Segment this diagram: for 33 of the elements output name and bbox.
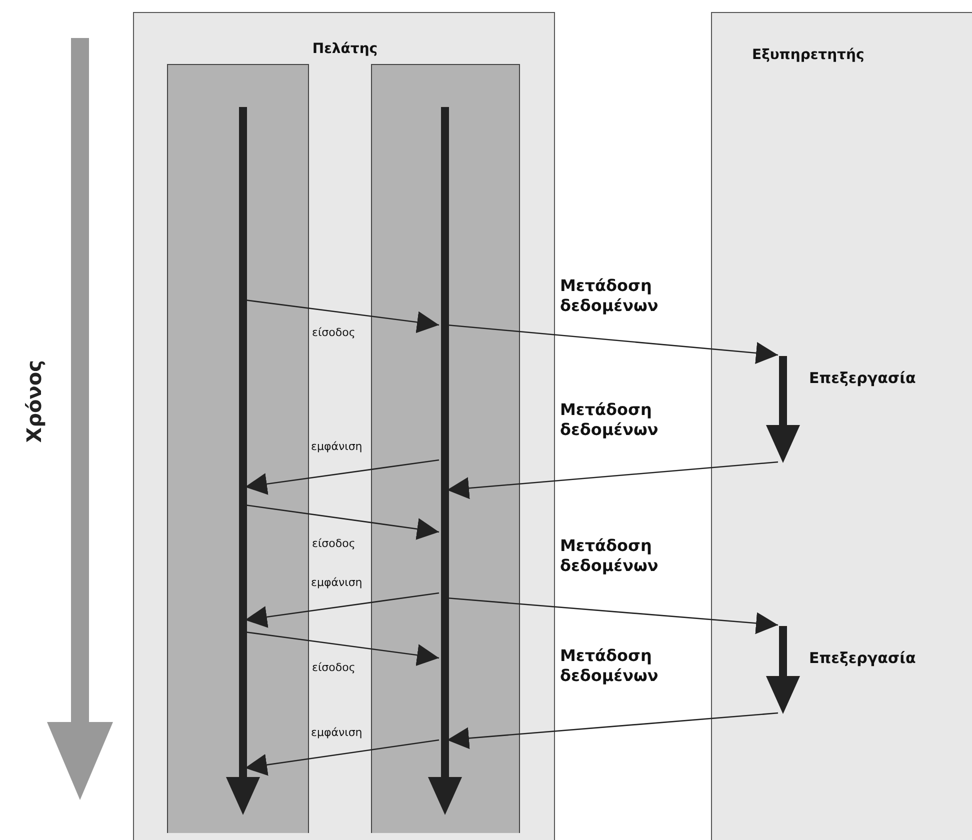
arrow [244, 592, 440, 628]
edge-label: εμφάνιση [311, 440, 362, 453]
arrow [446, 324, 778, 364]
edge-label: είσοδος [312, 661, 356, 674]
arrow [244, 459, 440, 495]
arrow [244, 299, 440, 334]
lane-box [167, 64, 309, 833]
edge-label: είσοδος [312, 537, 356, 550]
arrow [446, 461, 778, 500]
arrow [446, 597, 778, 634]
process-arrow [766, 626, 800, 714]
arrow [244, 504, 440, 540]
swimlane-panel [133, 12, 555, 840]
arrow [244, 739, 440, 776]
arrow [244, 631, 440, 666]
edge-label: Μετάδοση δεδομένων [560, 276, 660, 316]
edge-label: Μετάδοση δεδομένων [560, 646, 660, 686]
swimlane-panel [711, 12, 972, 840]
process-arrow [766, 356, 800, 463]
edge-label: είσοδος [312, 326, 356, 339]
process-label: Επεξεργασία [809, 369, 916, 387]
panel-title: Εξυπηρετητής [752, 47, 864, 63]
lane-box [371, 64, 520, 833]
arrow [446, 712, 778, 750]
panel-title: Πελάτης [311, 41, 379, 57]
edge-label: Μετάδοση δεδομένων [560, 400, 660, 440]
edge-label: Μετάδοση δεδομένων [560, 536, 660, 576]
axis-label: Χρόνος [22, 360, 46, 443]
edge-label: εμφάνιση [311, 576, 362, 589]
lifeline-arrow [226, 107, 260, 815]
lifeline-arrow [428, 107, 462, 815]
process-label: Επεξεργασία [809, 649, 916, 667]
edge-label: εμφάνιση [311, 726, 362, 739]
